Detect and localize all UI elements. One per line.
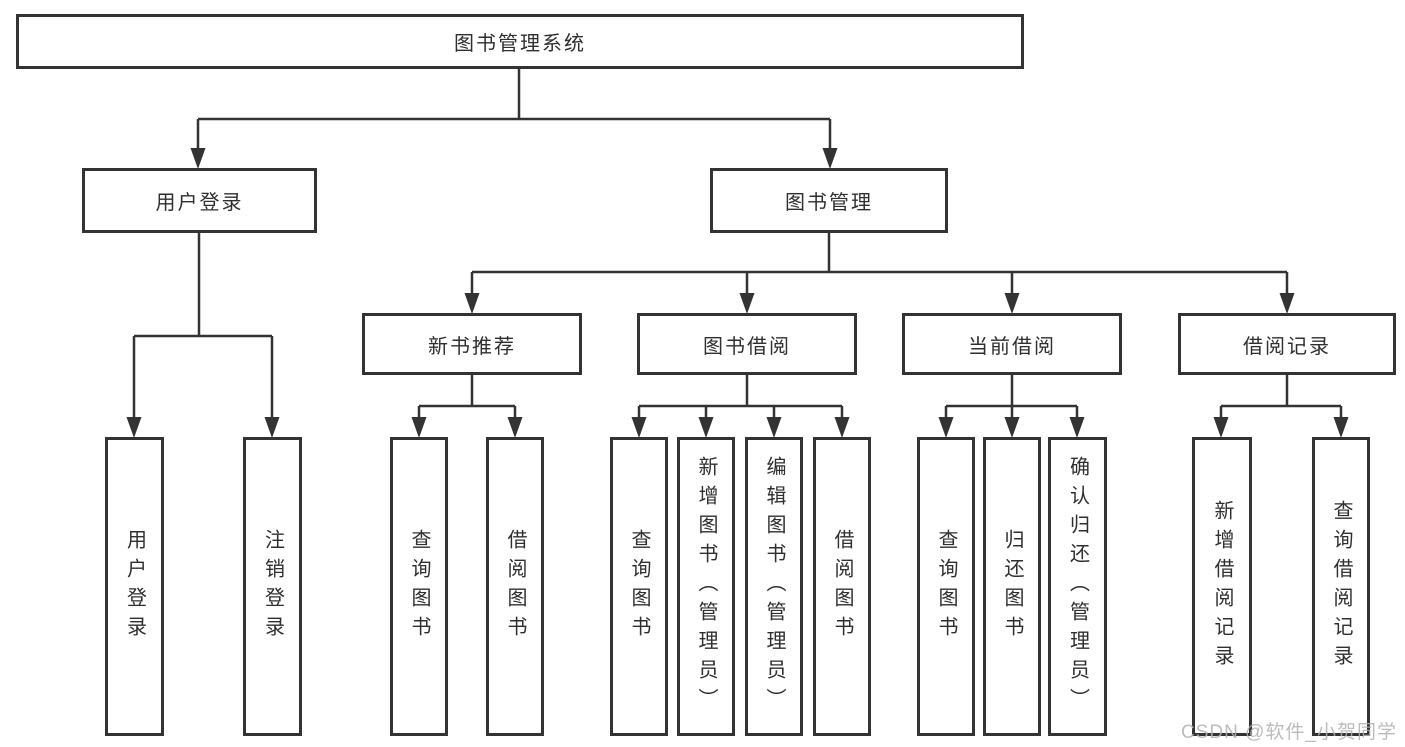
arrow-down-icon	[834, 417, 850, 438]
node-current-borrow: 当前借阅	[902, 313, 1122, 375]
arrow-down-icon	[698, 417, 714, 438]
arrowhead-icons	[126, 148, 1349, 438]
arrow-down-icon	[1004, 417, 1020, 438]
leaf-query-books-current: 查询图书	[917, 437, 975, 736]
leaf-query-books-borrow: 查询图书	[610, 437, 668, 736]
leaf-borrow-books: 借阅图书	[813, 437, 871, 736]
leaf-confirm-return-admin: 确认归还（管理员）	[1048, 437, 1107, 736]
arrow-down-icon	[264, 417, 280, 438]
node-book-borrow: 图书借阅	[637, 313, 857, 375]
node-label: 借阅图书	[504, 528, 526, 645]
node-label: 查询图书	[935, 528, 957, 645]
node-label: 图书管理	[785, 192, 873, 214]
arrow-down-icon	[1004, 293, 1020, 314]
node-label: 用户登录	[155, 192, 244, 214]
arrow-down-icon	[822, 148, 838, 169]
arrow-down-icon	[938, 417, 954, 438]
node-book-management: 图书管理	[710, 168, 948, 233]
node-label: 新增借阅记录	[1211, 499, 1233, 674]
node-label: 确认归还（管理员）	[1066, 456, 1089, 717]
node-label: 注销登录	[261, 528, 284, 645]
node-label: 用户登录	[123, 528, 146, 645]
node-root-system: 图书管理系统	[16, 14, 1024, 69]
node-label: 新增图书（管理员）	[695, 456, 717, 717]
arrow-down-icon	[739, 293, 755, 314]
arrow-down-icon	[1333, 417, 1349, 438]
leaf-add-borrow-record: 新增借阅记录	[1192, 437, 1252, 736]
arrow-down-icon	[126, 417, 142, 438]
arrow-down-icon	[1069, 417, 1085, 438]
arrow-down-icon	[631, 417, 647, 438]
node-label: 新书推荐	[428, 335, 516, 358]
node-borrow-records: 借阅记录	[1178, 313, 1396, 375]
node-label: 当前借阅	[968, 335, 1056, 358]
arrow-down-icon	[411, 417, 427, 438]
leaf-return-books: 归还图书	[983, 437, 1041, 736]
arrow-down-icon	[464, 293, 480, 314]
node-label: 图书借阅	[703, 335, 791, 358]
node-new-book-recommend: 新书推荐	[362, 313, 582, 375]
node-label: 借阅记录	[1243, 335, 1331, 358]
tree-edges	[132, 69, 1343, 419]
leaf-add-books-admin: 新增图书（管理员）	[677, 437, 735, 736]
node-label: 归还图书	[1001, 528, 1023, 645]
leaf-query-borrow-record: 查询借阅记录	[1312, 437, 1370, 736]
csdn-watermark: CSDN @软件_小贺同学	[1181, 722, 1397, 743]
node-label: 查询借阅记录	[1330, 499, 1352, 674]
arrow-down-icon	[1279, 293, 1295, 314]
arrow-down-icon	[190, 148, 206, 169]
leaf-query-books-recommend: 查询图书	[390, 437, 448, 736]
node-label: 图书管理系统	[454, 33, 586, 55]
node-label: 查询图书	[408, 528, 430, 645]
node-label: 借阅图书	[831, 528, 853, 645]
leaf-logout: 注销登录	[243, 437, 302, 736]
leaf-user-login: 用户登录	[105, 437, 164, 736]
node-label: 编辑图书（管理员）	[763, 456, 785, 717]
node-user-login: 用户登录	[82, 168, 317, 233]
arrow-down-icon	[507, 417, 523, 438]
arrow-down-icon	[1213, 417, 1229, 438]
node-label: 查询图书	[628, 528, 650, 645]
leaf-edit-books-admin: 编辑图书（管理员）	[745, 437, 803, 736]
arrow-down-icon	[766, 417, 782, 438]
leaf-borrow-books-recommend: 借阅图书	[486, 437, 544, 736]
